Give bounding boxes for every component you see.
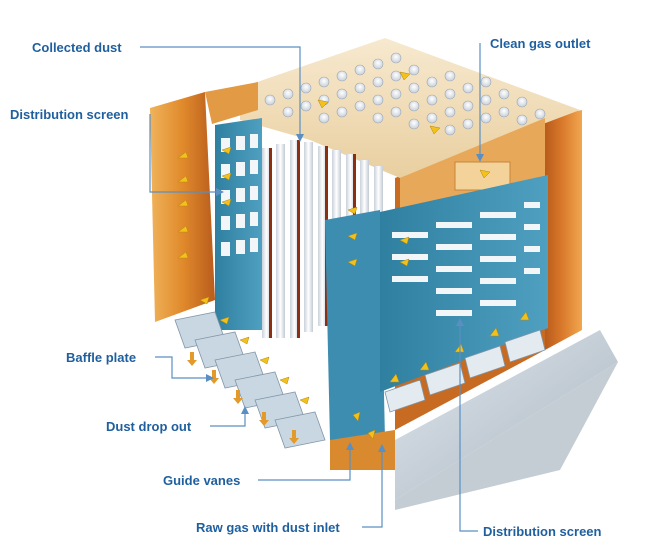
center-divider-wall (325, 210, 385, 440)
housing-bottom-lip (330, 430, 395, 470)
leader-lines (140, 43, 481, 532)
leader-collected-dust (140, 46, 301, 140)
label-baffle-plate: Baffle plate (66, 350, 137, 365)
leader-dust-drop-out (210, 410, 246, 427)
label-distribution-screen-top: Distribution screen (10, 107, 129, 122)
left-distribution-screen (215, 118, 262, 330)
baffle-plates (174, 311, 326, 449)
guide-vanes (384, 329, 546, 413)
leader-distribution-screen-top (149, 114, 222, 193)
leader-raw-gas-inlet (362, 448, 383, 528)
hopper-shadow (395, 362, 618, 510)
leader-distribution-screen-bottom (459, 322, 478, 532)
hopper-shell (395, 330, 618, 500)
leader-baffle-plate (155, 356, 212, 379)
housing-left-wall (150, 92, 215, 322)
housing-left-lip (205, 82, 258, 124)
leader-guide-vanes (258, 446, 351, 481)
label-collected-dust: Collected dust (32, 40, 122, 55)
leader-arrowheads (206, 134, 484, 452)
bag-tops (264, 52, 546, 136)
right-distribution-screen (380, 175, 548, 392)
dust-fall-arrows (187, 352, 299, 444)
housing-right-wall (545, 110, 582, 350)
label-guide-vanes: Guide vanes (163, 473, 241, 488)
clean-gas-outlet-duct (454, 161, 511, 191)
gas-flow-arrows (177, 71, 530, 440)
label-raw-gas-inlet: Raw gas with dust inlet (196, 520, 340, 535)
label-dust-drop-out: Dust drop out (106, 419, 192, 434)
label-distribution-screen-bottom: Distribution screen (483, 524, 602, 539)
label-clean-gas-outlet: Clean gas outlet (490, 36, 591, 51)
